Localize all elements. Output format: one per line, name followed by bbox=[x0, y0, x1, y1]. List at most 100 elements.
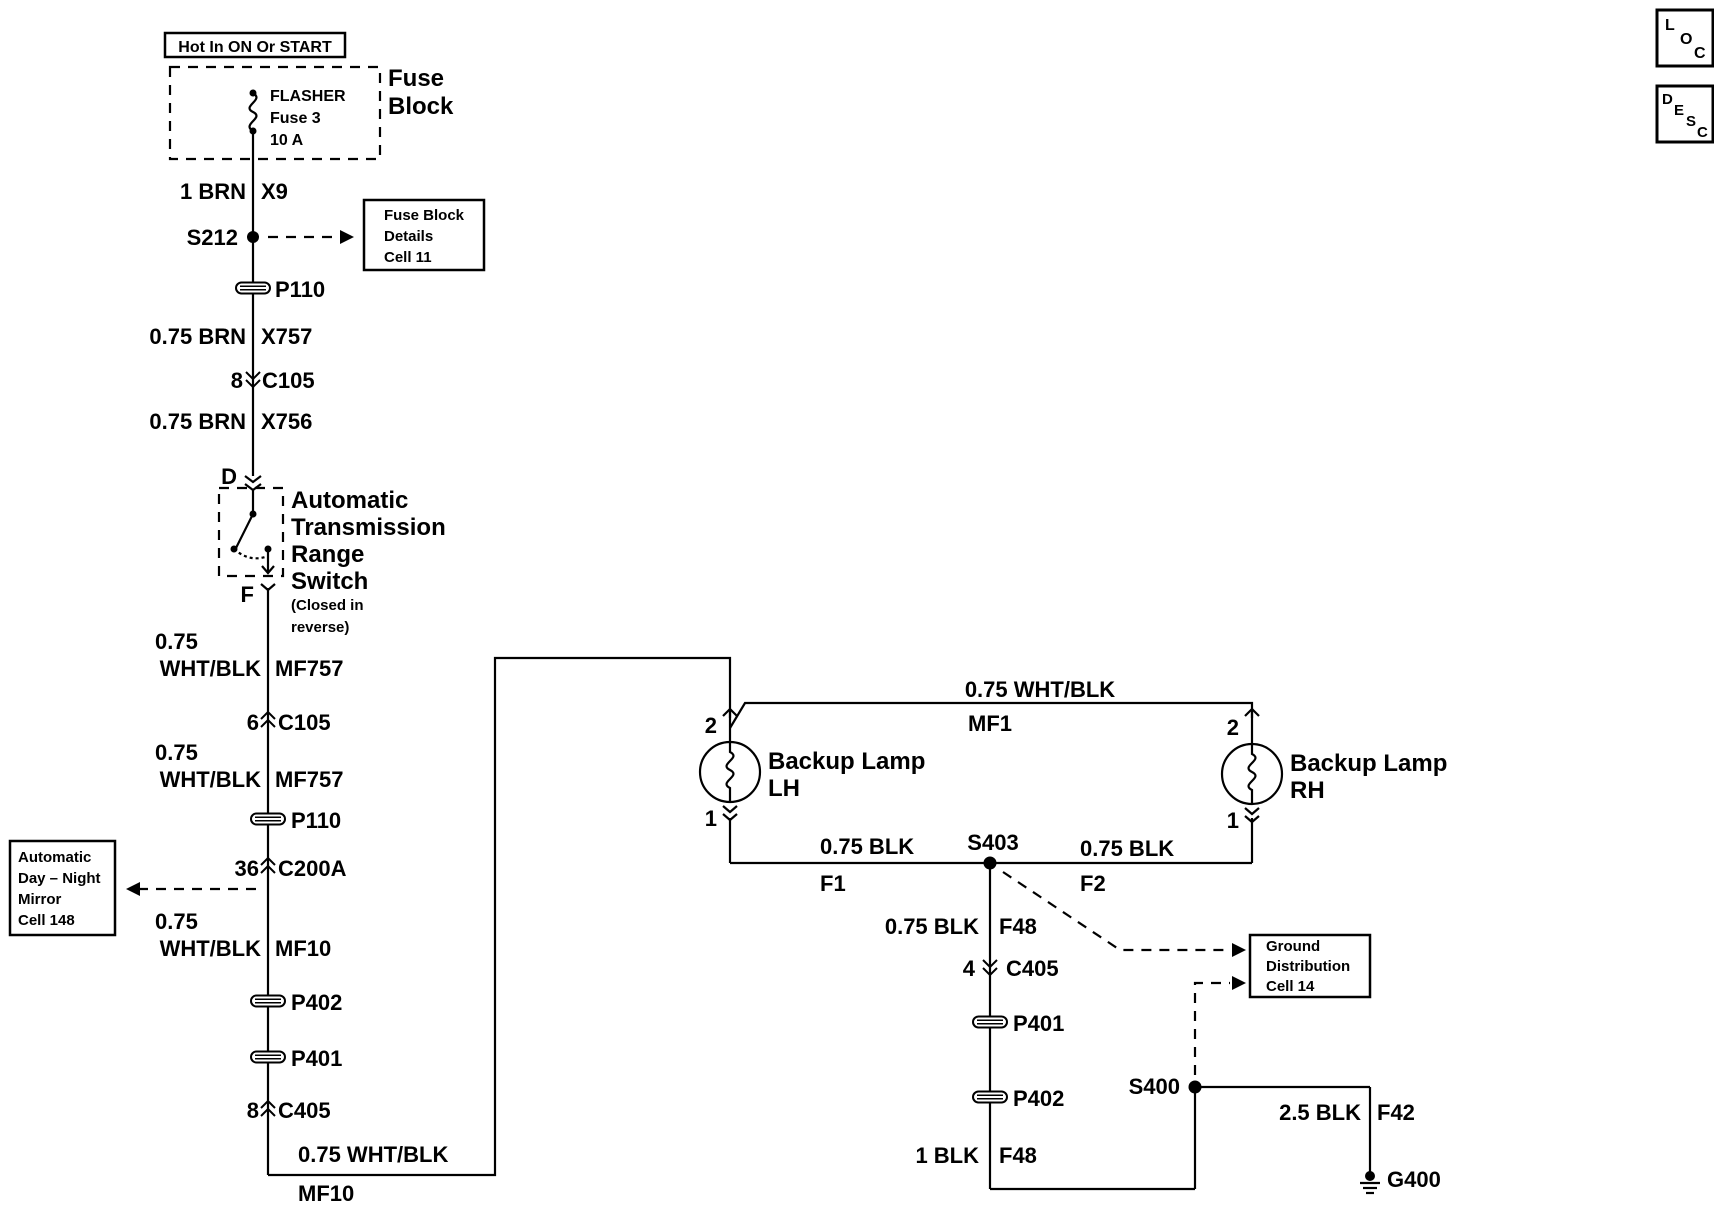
c105-top-pin: 8 bbox=[231, 368, 243, 393]
wire-x757-circuit: X757 bbox=[261, 324, 312, 349]
hot-label: Hot In ON Or START bbox=[178, 39, 332, 56]
fb-details-1: Fuse Block bbox=[384, 207, 465, 224]
lamp-lh-name-1: Backup Lamp bbox=[768, 748, 925, 775]
wire-f1-circuit: F1 bbox=[820, 871, 846, 896]
wire-mf10-a-circuit: MF10 bbox=[275, 936, 331, 961]
desc-icon[interactable]: D E S C bbox=[1655, 84, 1714, 144]
c405-right-label: C405 bbox=[1006, 956, 1059, 981]
fuse-rating: 10 A bbox=[270, 132, 304, 149]
wire-mf757-a-gauge-1: 0.75 bbox=[155, 629, 198, 654]
p402-right-label: P402 bbox=[1013, 1086, 1064, 1111]
p401-right-label: P401 bbox=[1013, 1011, 1064, 1036]
lamp-rh-pin-2: 2 bbox=[1227, 715, 1239, 740]
switch-pin-f: F bbox=[241, 582, 254, 607]
inline-connector-p401-left bbox=[250, 1050, 286, 1064]
wire-mf757-b-gauge-2: WHT/BLK bbox=[160, 767, 262, 792]
wire-f2-gauge: 0.75 BLK bbox=[1080, 836, 1174, 861]
c405-left-label: C405 bbox=[278, 1098, 331, 1123]
wire-x756-circuit: X756 bbox=[261, 409, 312, 434]
lamp-lh-name-2: LH bbox=[768, 775, 800, 802]
svg-text:E: E bbox=[1674, 102, 1684, 119]
switch-name-4: Switch bbox=[291, 568, 368, 595]
hot-in-on-or-start-box: Hot In ON Or START bbox=[163, 31, 347, 59]
wire-f48-bottom-gauge: 1 BLK bbox=[915, 1143, 979, 1168]
splice-s400 bbox=[1188, 1080, 1202, 1094]
mirror-ref-1: Automatic bbox=[18, 849, 91, 866]
ground-g400-symbol bbox=[1360, 1171, 1380, 1195]
ground-distribution-ref[interactable]: Ground Distribution Cell 14 bbox=[1248, 933, 1372, 999]
transmission-range-switch bbox=[217, 475, 285, 592]
fuse-symbol bbox=[248, 92, 258, 132]
c105-top-label: C105 bbox=[262, 368, 315, 393]
lamp-rh-pin-1: 1 bbox=[1227, 808, 1239, 833]
switch-name-3: Range bbox=[291, 541, 364, 568]
inline-connector-p401-right bbox=[972, 1015, 1008, 1029]
wire-f1-gauge: 0.75 BLK bbox=[820, 834, 914, 859]
inline-connector-p110-bottom bbox=[250, 812, 286, 826]
wire-f48-bottom-circuit: F48 bbox=[999, 1143, 1037, 1168]
automatic-day-night-mirror-ref[interactable]: Automatic Day – Night Mirror Cell 148 bbox=[8, 839, 117, 937]
wire-mf10-a-gauge-2: WHT/BLK bbox=[160, 936, 262, 961]
fuse-number: Fuse 3 bbox=[270, 110, 321, 127]
c105-bottom-label: C105 bbox=[278, 710, 331, 735]
wire-f48-top-circuit: F48 bbox=[999, 914, 1037, 939]
wire-mf10-a-gauge-1: 0.75 bbox=[155, 909, 198, 934]
fuse-name: FLASHER bbox=[270, 88, 346, 105]
c405-left-pin: 8 bbox=[247, 1098, 259, 1123]
fb-details-3: Cell 11 bbox=[384, 249, 432, 266]
p401-left-label: P401 bbox=[291, 1046, 342, 1071]
wire-f2-circuit: F2 bbox=[1080, 871, 1106, 896]
mirror-ref-4: Cell 148 bbox=[18, 912, 75, 929]
inline-connector-p110-top bbox=[235, 281, 271, 295]
wire-mf1-gauge: 0.75 WHT/BLK bbox=[965, 677, 1115, 702]
wire-mf757-a-circuit: MF757 bbox=[275, 656, 343, 681]
wire-mf1-circuit: MF1 bbox=[968, 711, 1012, 736]
svg-text:L: L bbox=[1665, 17, 1675, 34]
switch-note-2: reverse) bbox=[291, 619, 349, 636]
splice-s212 bbox=[247, 231, 259, 243]
lamp-lh-pin-2: 2 bbox=[705, 713, 717, 738]
wire-mf10-b-circuit: MF10 bbox=[298, 1181, 354, 1206]
svg-text:C: C bbox=[1697, 124, 1708, 141]
switch-name-2: Transmission bbox=[291, 514, 446, 541]
c105-bottom-pin: 6 bbox=[247, 710, 259, 735]
wire-x9-circuit: X9 bbox=[261, 179, 288, 204]
wire-f48-top-gauge: 0.75 BLK bbox=[885, 914, 979, 939]
fuse-block-label-1: Fuse bbox=[388, 65, 444, 92]
switch-name-1: Automatic bbox=[291, 487, 408, 514]
switch-pin-d: D bbox=[221, 464, 237, 489]
loc-icon[interactable]: L O C bbox=[1655, 8, 1714, 68]
wire-f42-gauge: 2.5 BLK bbox=[1279, 1100, 1361, 1125]
fuse-block: Fuse Block FLASHER Fuse 3 10 A bbox=[168, 65, 454, 161]
splice-s212-label: S212 bbox=[187, 225, 238, 250]
gd-ref-3: Cell 14 bbox=[1266, 978, 1315, 995]
wire-f42-circuit: F42 bbox=[1377, 1100, 1415, 1125]
c405-right-pin: 4 bbox=[963, 956, 976, 981]
svg-text:D: D bbox=[1662, 91, 1673, 108]
lamp-lh-pin-1: 1 bbox=[705, 806, 717, 831]
wire-x9-gauge: 1 BRN bbox=[180, 179, 246, 204]
switch-note-1: (Closed in bbox=[291, 597, 364, 614]
mirror-ref-3: Mirror bbox=[18, 891, 62, 908]
g400-label: G400 bbox=[1387, 1167, 1441, 1192]
fuse-block-details-ref[interactable]: Fuse Block Details Cell 11 bbox=[362, 198, 486, 272]
gd-ref-2: Distribution bbox=[1266, 958, 1350, 975]
backup-lamp-rh bbox=[1220, 707, 1284, 824]
splice-s403-label: S403 bbox=[967, 830, 1018, 855]
svg-text:O: O bbox=[1680, 31, 1692, 48]
splice-s400-label: S400 bbox=[1129, 1074, 1180, 1099]
inline-connector-p402-left bbox=[250, 994, 286, 1008]
backup-lamp-lh bbox=[698, 707, 762, 822]
p402-left-label: P402 bbox=[291, 990, 342, 1015]
wire-mf757-a-gauge-2: WHT/BLK bbox=[160, 656, 262, 681]
left-branch-wires bbox=[251, 131, 732, 1177]
wire-x757-gauge: 0.75 BRN bbox=[149, 324, 246, 349]
wire-mf757-b-gauge-1: 0.75 bbox=[155, 740, 198, 765]
p110-top-label: P110 bbox=[275, 277, 325, 302]
svg-text:S: S bbox=[1686, 113, 1696, 130]
wire-mf10-b-gauge: 0.75 WHT/BLK bbox=[298, 1142, 448, 1167]
c200a-label: C200A bbox=[278, 856, 347, 881]
c200a-pin: 36 bbox=[235, 856, 259, 881]
wire-x756-gauge: 0.75 BRN bbox=[149, 409, 246, 434]
